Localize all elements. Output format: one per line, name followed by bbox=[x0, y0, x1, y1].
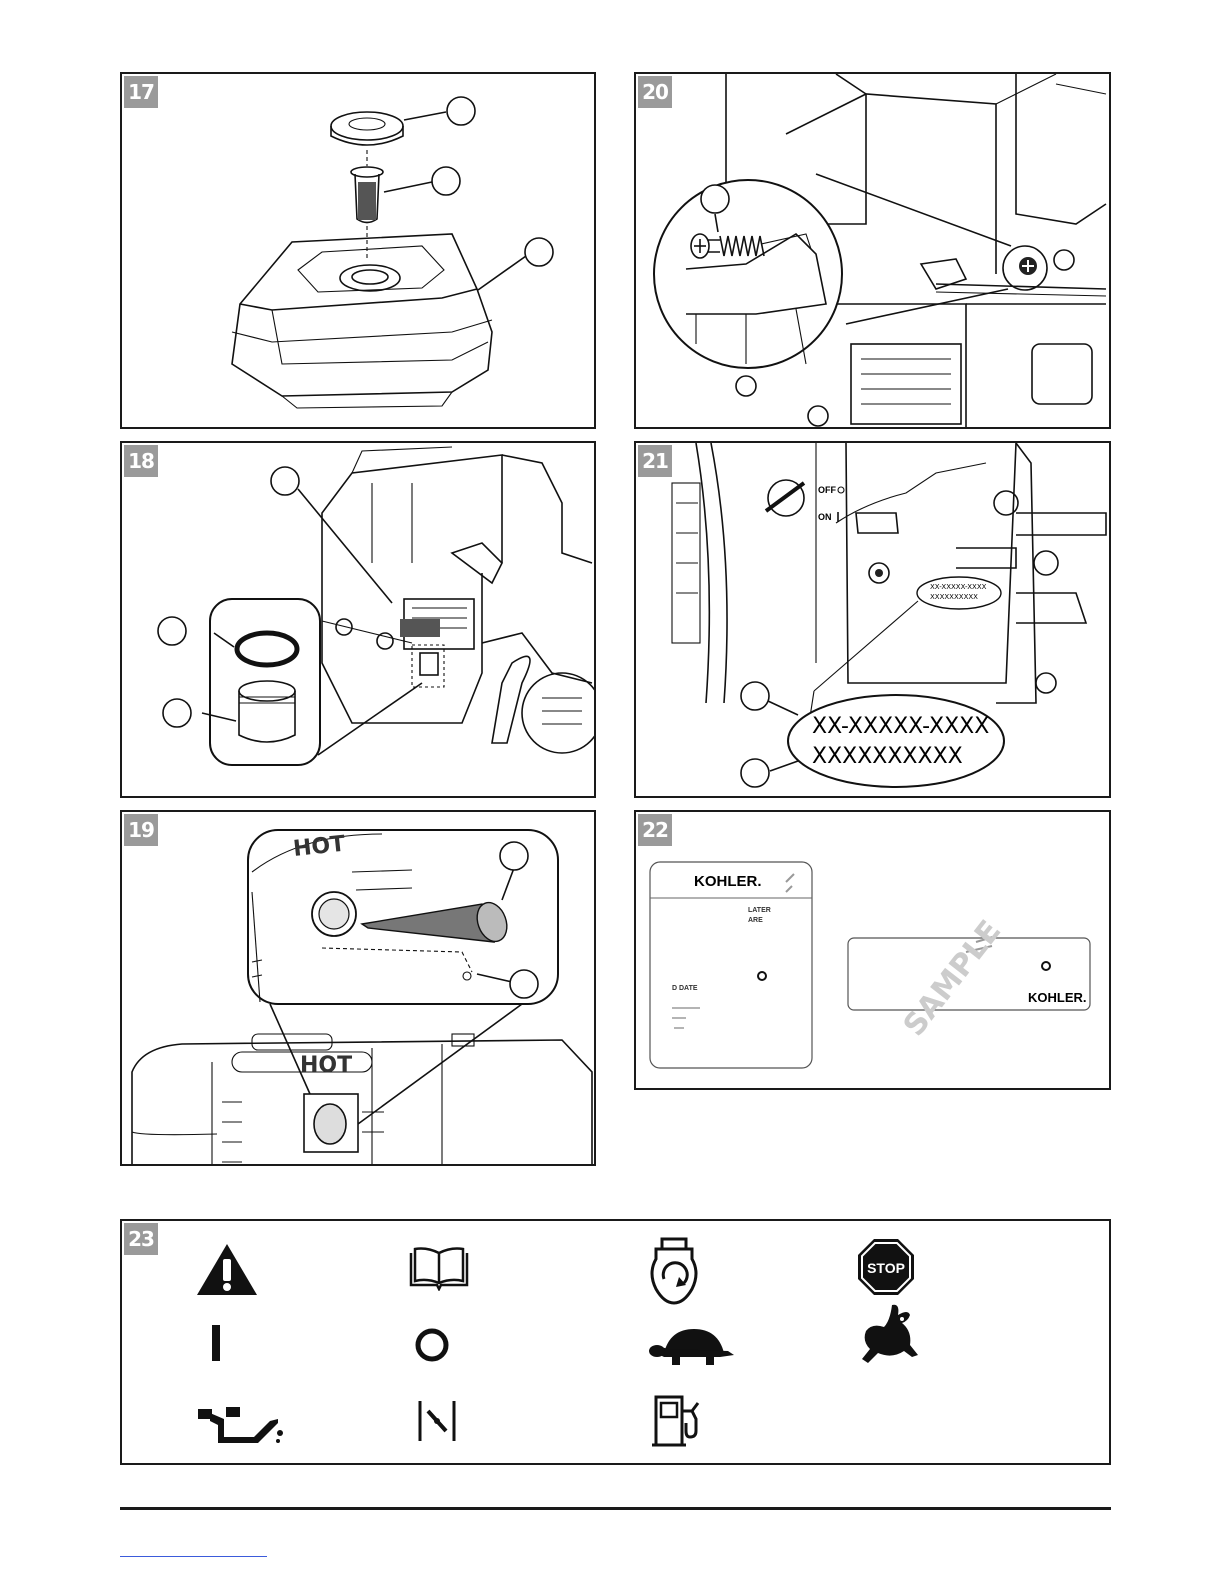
figure-18-panel: 18 bbox=[120, 441, 596, 798]
choke-icon bbox=[414, 1397, 464, 1445]
serial-large-line1: XX-XXXXX-XXXX bbox=[812, 714, 989, 739]
serial-small-line1: XX-XXXXX-XXXX bbox=[930, 583, 987, 591]
carburetor-screw-illustration bbox=[636, 74, 1111, 429]
brand-logo-label-right: KOHLER. bbox=[1028, 990, 1087, 1005]
engine-start-icon bbox=[646, 1235, 702, 1307]
label-fragment-later: LATER bbox=[748, 907, 771, 914]
manual-icon bbox=[407, 1245, 471, 1291]
figure-17-panel: 17 bbox=[120, 72, 596, 429]
fuel-valve-off-label: OFF bbox=[818, 485, 836, 495]
on-icon bbox=[208, 1323, 224, 1363]
stop-icon: STOP bbox=[856, 1237, 916, 1297]
fuel-tank-illustration bbox=[122, 74, 596, 429]
serial-large-line2: XXXXXXXXXX bbox=[812, 744, 963, 769]
figure-22-panel: 22 KOHLER. LATER ARE D DATE KOHLER. SAMP… bbox=[634, 810, 1111, 1090]
brand-logo-label-left: KOHLER. bbox=[694, 873, 762, 890]
warning-icon bbox=[194, 1241, 260, 1297]
label-fragment-are: ARE bbox=[748, 917, 763, 924]
figure-20-panel: 20 bbox=[634, 72, 1111, 429]
fuel-valve-on-label: ON bbox=[818, 512, 832, 522]
stop-icon-label: STOP bbox=[867, 1260, 905, 1276]
figure-number-badge: 23 bbox=[124, 1223, 158, 1255]
serial-number-location-illustration: OFF ON XX-XXXXX-XXXX XXXXXXXXXX XX-XXXXX… bbox=[636, 443, 1111, 798]
fuel-pump-icon bbox=[650, 1393, 710, 1449]
footer-link-underline bbox=[120, 1556, 267, 1557]
fast-rabbit-icon bbox=[856, 1301, 926, 1369]
muffler-hot-label-bottom: HOT bbox=[300, 1053, 352, 1078]
serial-small-line2: XXXXXXXXXX bbox=[930, 593, 978, 601]
off-icon bbox=[414, 1325, 454, 1365]
figure-19-panel: 19 HOT HOT bbox=[120, 810, 596, 1166]
oil-can-icon bbox=[194, 1399, 284, 1445]
figure-21-panel: 21 OFF ON XX-XXXXX-XXXX XXXXXXXXXX bbox=[634, 441, 1111, 798]
label-fragment-date: D DATE bbox=[672, 985, 698, 992]
emission-labels-illustration: KOHLER. LATER ARE D DATE KOHLER. SAMPLE bbox=[636, 812, 1111, 1090]
muffler-spark-arrestor-illustration: HOT HOT bbox=[122, 812, 596, 1166]
figure-23-panel: 23 STOP bbox=[120, 1219, 1111, 1465]
slow-turtle-icon bbox=[648, 1323, 736, 1369]
fuel-bowl-illustration bbox=[122, 443, 596, 798]
footer-rule bbox=[120, 1507, 1111, 1510]
